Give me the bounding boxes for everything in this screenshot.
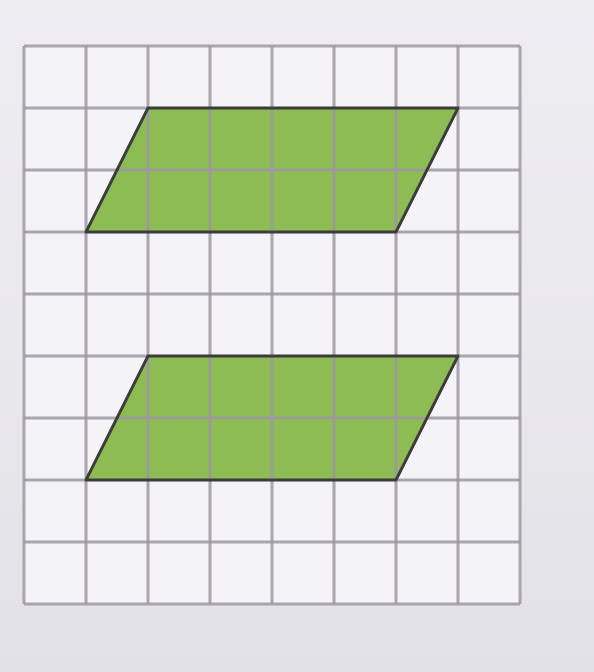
parallelogram-bottom-outline — [84, 354, 460, 482]
parallelogram-top-outline — [84, 106, 460, 234]
shape-outlines — [84, 106, 460, 482]
